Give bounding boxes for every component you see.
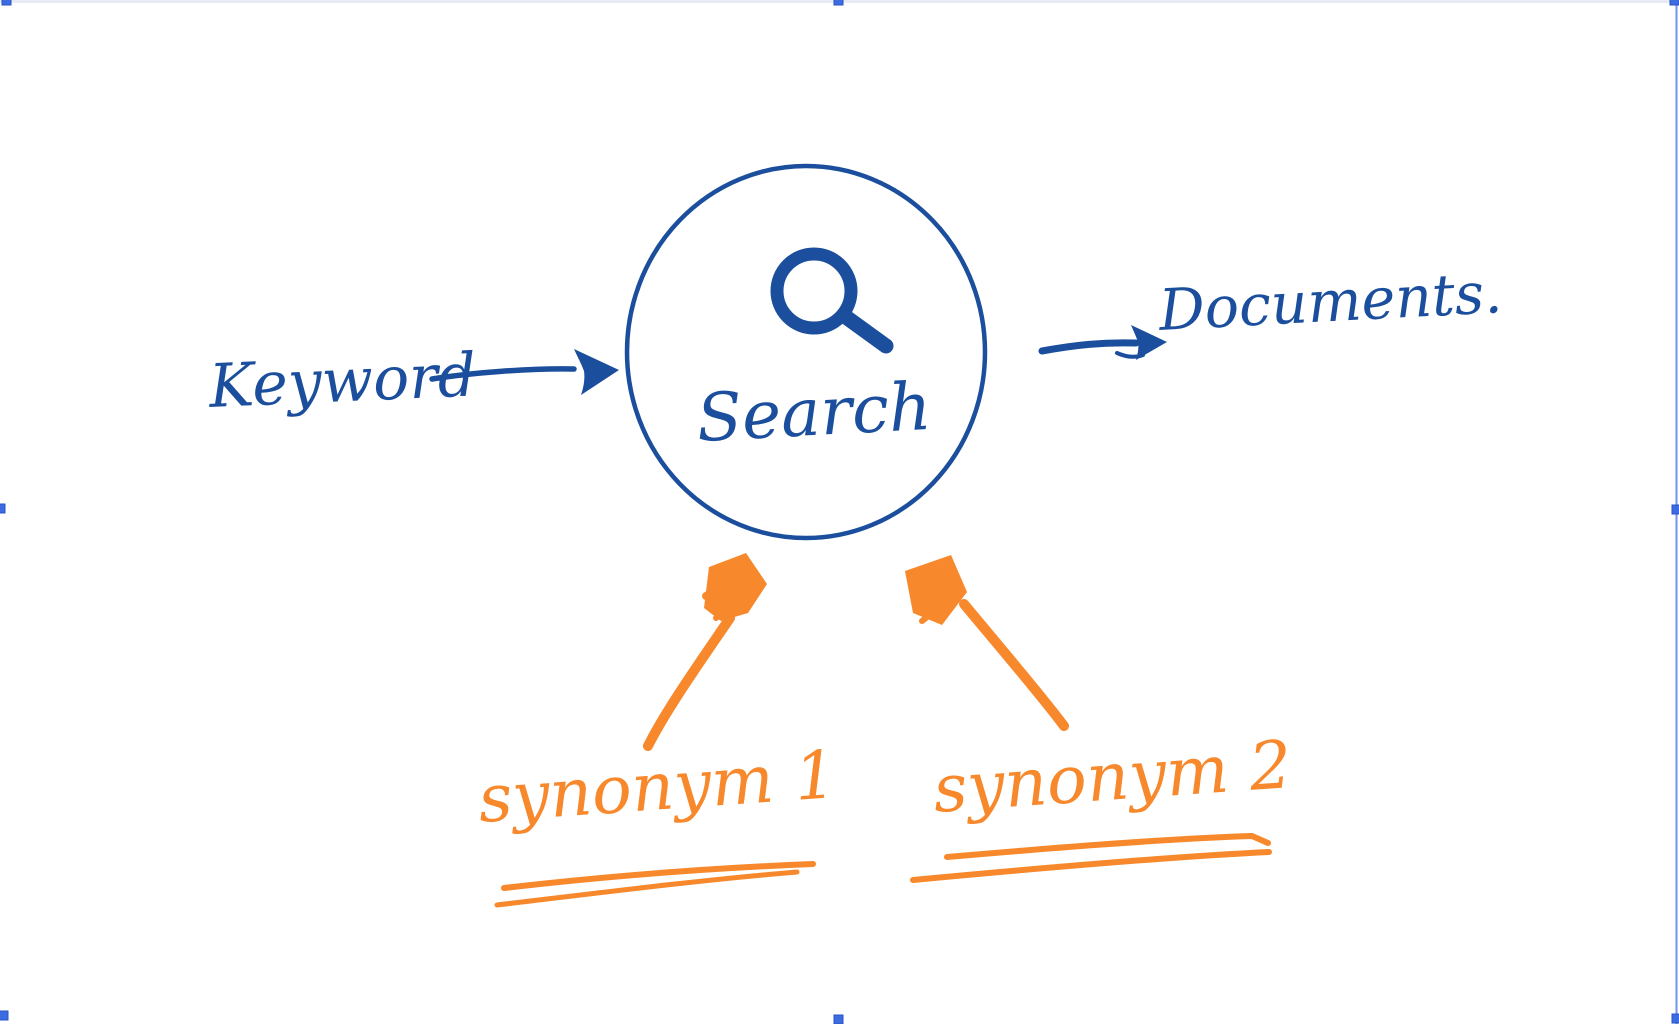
selection-handle-mid-left[interactable] bbox=[0, 503, 6, 514]
documents-label[interactable]: Documents. bbox=[1156, 260, 1503, 344]
keyword-label[interactable]: Keyword bbox=[207, 340, 478, 422]
synonym1-underline[interactable] bbox=[494, 861, 816, 908]
synonym2-label[interactable]: synonym 2 bbox=[931, 726, 1294, 828]
selection-handle-top-left[interactable] bbox=[1, 0, 12, 6]
search-node-label: Search bbox=[695, 368, 933, 457]
arrow-keyword-to-search[interactable] bbox=[429, 349, 619, 395]
search-node[interactable]: Search bbox=[624, 163, 988, 541]
search-node-circle[interactable] bbox=[624, 163, 988, 541]
synonym1-label[interactable]: synonym 1 bbox=[476, 736, 839, 838]
magnifying-glass-icon bbox=[770, 247, 894, 354]
selection-handle-mid-right[interactable] bbox=[1671, 504, 1679, 515]
arrow-synonym1-to-search[interactable] bbox=[643, 553, 767, 751]
arrow-search-to-documents[interactable] bbox=[1038, 325, 1167, 360]
selection-handle-top-center[interactable] bbox=[833, 0, 844, 6]
selection-handle-top-right[interactable] bbox=[1669, 0, 1679, 6]
selection-handle-bottom-left[interactable] bbox=[0, 1010, 9, 1021]
synonym2-underline[interactable] bbox=[910, 832, 1272, 883]
arrow-synonym2-to-search[interactable] bbox=[905, 555, 1069, 731]
selection-handle-bottom-center[interactable] bbox=[833, 1014, 844, 1024]
selection-handle-bottom-right[interactable] bbox=[1671, 1013, 1679, 1024]
